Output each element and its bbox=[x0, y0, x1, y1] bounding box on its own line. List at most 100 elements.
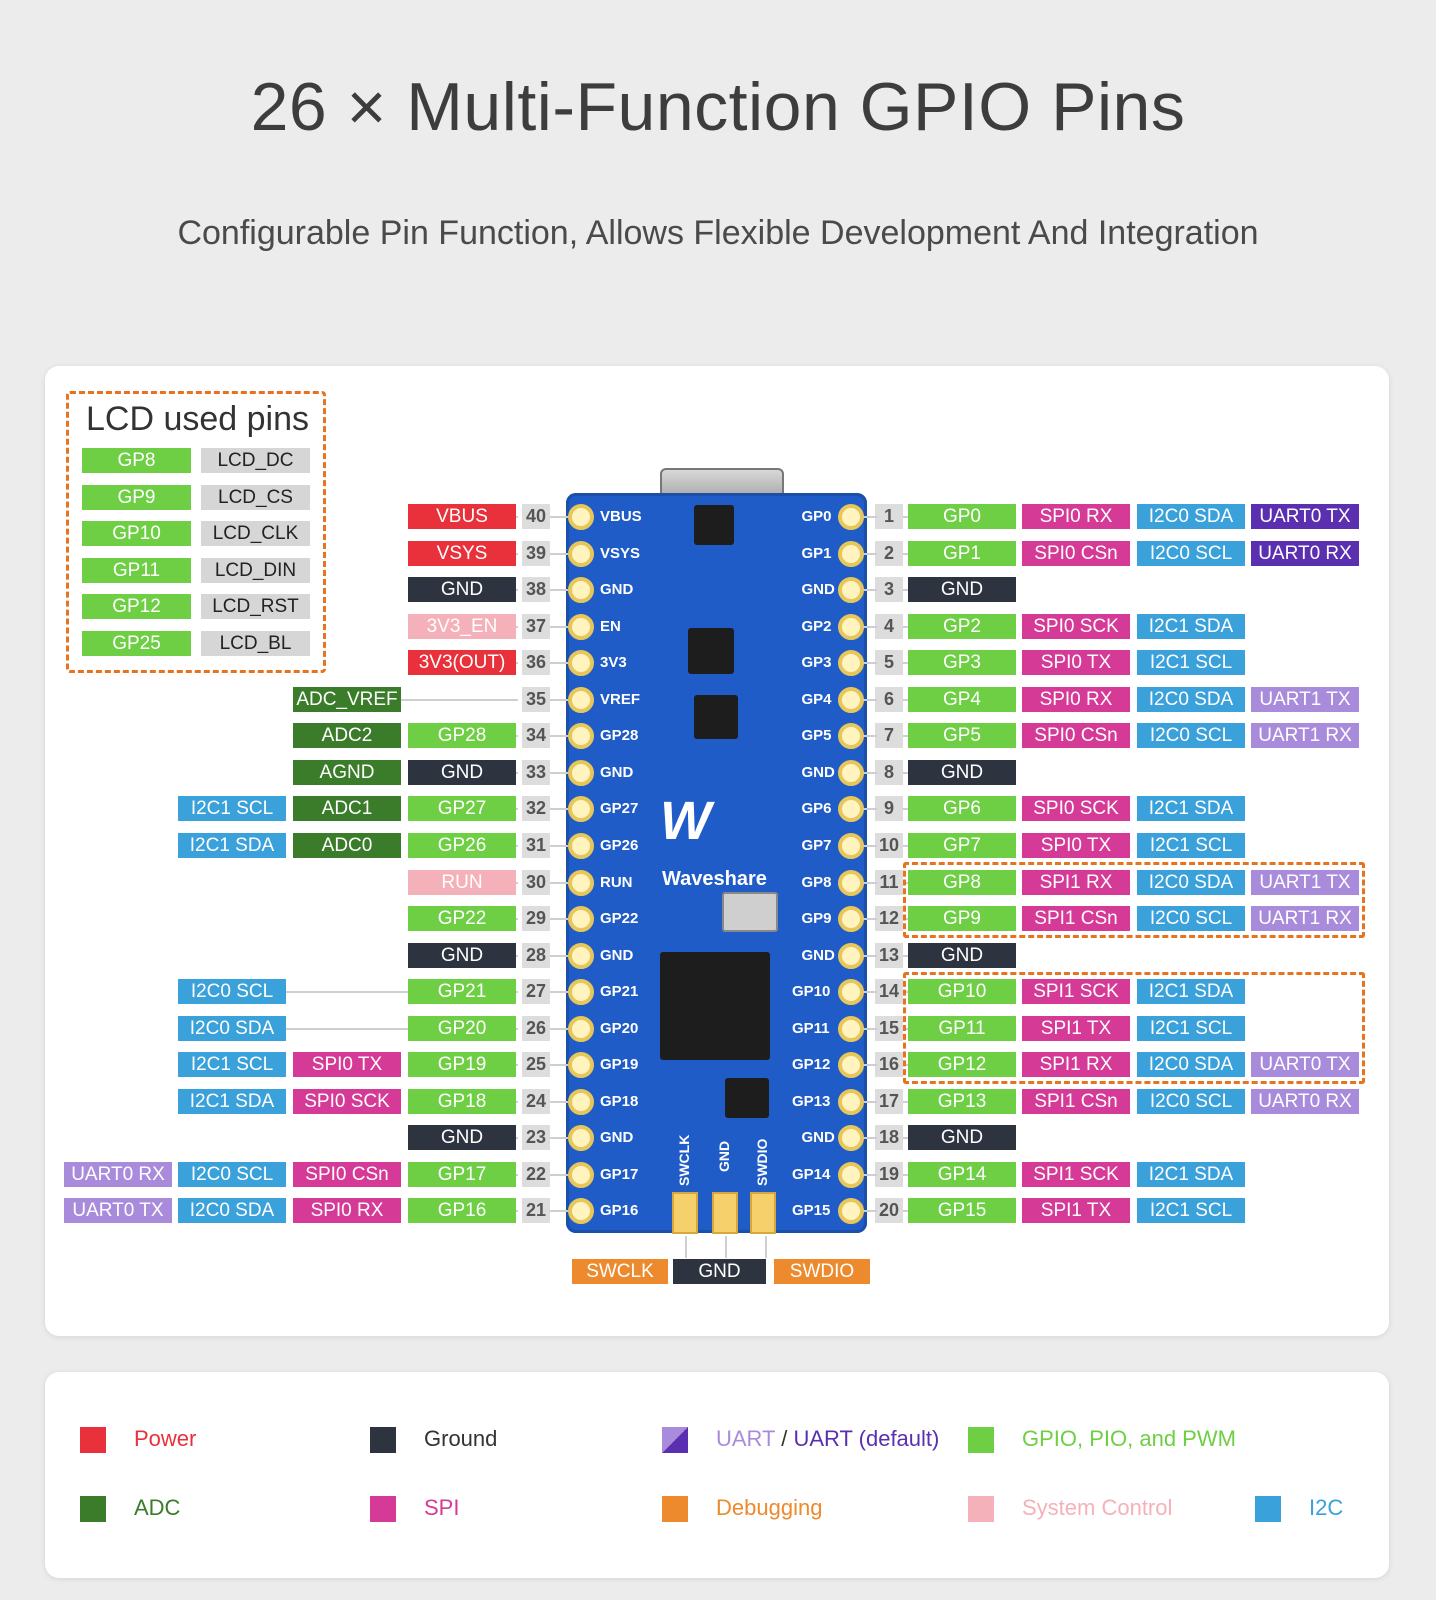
pad-label: GND bbox=[600, 581, 634, 599]
pin-label-vbus: VBUS bbox=[408, 504, 516, 529]
pin-number: 22 bbox=[522, 1161, 550, 1187]
pin-connector bbox=[903, 771, 909, 774]
pin-label-uart0-rx: UART0 RX bbox=[64, 1161, 172, 1187]
pad-left bbox=[568, 1198, 594, 1225]
pad-label: GP15 bbox=[792, 1202, 831, 1220]
pin-number: 33 bbox=[522, 759, 550, 785]
board-pcb bbox=[566, 493, 867, 1233]
legend-swatch-ground bbox=[370, 1427, 396, 1453]
pin-label-i2c1-sda: I2C1 SDA bbox=[1137, 979, 1245, 1005]
pin-connector bbox=[516, 1137, 518, 1140]
pin-connector bbox=[286, 1027, 408, 1030]
pin-connector bbox=[516, 1064, 518, 1067]
pin-connector bbox=[863, 771, 877, 774]
pin-label-spi0-tx: SPI0 TX bbox=[1022, 832, 1130, 858]
pad-left bbox=[568, 686, 594, 713]
pin-label-adc-vref: ADC_VREF bbox=[293, 686, 401, 712]
pin-label-i2c0-scl: I2C0 SCL bbox=[1137, 1088, 1245, 1114]
pin-label-gp17: GP17 bbox=[408, 1161, 516, 1187]
pin-number: 39 bbox=[522, 540, 550, 566]
pad-left bbox=[568, 942, 594, 969]
legend-uart-label: UART bbox=[716, 1426, 776, 1451]
pin-label-gp8: GP8 bbox=[908, 869, 1016, 895]
pin-connector bbox=[863, 735, 877, 738]
pin-label-i2c0-scl: I2C0 SCL bbox=[178, 1161, 286, 1187]
pin-number: 2 bbox=[875, 540, 903, 566]
pad-label: GP20 bbox=[600, 1019, 639, 1037]
pad-label: RUN bbox=[600, 873, 633, 891]
pin-connector bbox=[863, 918, 877, 921]
pin-connector bbox=[516, 954, 518, 957]
pin-connector bbox=[550, 516, 568, 518]
legend-swatch-system-control bbox=[968, 1496, 994, 1522]
pin-label-gp18: GP18 bbox=[408, 1088, 516, 1114]
pad-right bbox=[838, 1161, 864, 1188]
pin-connector bbox=[550, 844, 568, 847]
pad-right bbox=[838, 796, 864, 823]
pin-label-gp0: GP0 bbox=[908, 504, 1016, 529]
pin-label-i2c1-scl: I2C1 SCL bbox=[1137, 832, 1245, 858]
lcd-gpio-label: GP9 bbox=[82, 484, 191, 510]
legend-swatch-spi bbox=[370, 1496, 396, 1522]
pin-connector bbox=[550, 698, 568, 701]
power-chip bbox=[694, 695, 738, 739]
lcd-function-label: LCD_CS bbox=[201, 484, 310, 510]
pin-label-uart0-rx: UART0 RX bbox=[1251, 540, 1359, 566]
pin-label-adc0: ADC0 bbox=[293, 832, 401, 858]
pin-number: 13 bbox=[875, 942, 903, 968]
pin-connector bbox=[903, 625, 909, 628]
pin-label-i2c1-scl: I2C1 SCL bbox=[1137, 1198, 1245, 1224]
lcd-pins-box bbox=[66, 391, 326, 673]
pad-label: GND bbox=[600, 946, 634, 964]
pin-label-spi0-tx: SPI0 TX bbox=[293, 1052, 401, 1078]
pin-number: 36 bbox=[522, 650, 550, 676]
pin-label-gnd: GND bbox=[408, 1125, 516, 1151]
pin-connector bbox=[516, 808, 518, 811]
pad-label: GP6 bbox=[801, 800, 832, 818]
pin-number: 4 bbox=[875, 613, 903, 639]
pin-number: 32 bbox=[522, 796, 550, 822]
pin-connector bbox=[863, 844, 877, 847]
pin-label-gp3: GP3 bbox=[908, 650, 1016, 676]
legend-swatch-power bbox=[80, 1427, 106, 1453]
pin-label-i2c0-scl: I2C0 SCL bbox=[1137, 540, 1245, 566]
pin-connector bbox=[903, 662, 909, 665]
pad-label: GP10 bbox=[792, 983, 831, 1001]
pin-number: 16 bbox=[875, 1052, 903, 1078]
pad-right bbox=[838, 504, 864, 530]
pad-left bbox=[568, 1125, 594, 1152]
pad-left bbox=[568, 759, 594, 786]
pad-label: GP21 bbox=[600, 983, 639, 1001]
swd-pad-label: SWCLK bbox=[676, 1134, 692, 1186]
pin-label-spi1-csn: SPI1 CSn bbox=[1022, 906, 1130, 932]
pin-connector bbox=[550, 735, 568, 738]
pad-label: GP4 bbox=[801, 690, 832, 708]
lcd-function-label: LCD_DC bbox=[201, 448, 310, 473]
pad-label: GND bbox=[801, 581, 835, 599]
pad-label: GP14 bbox=[792, 1165, 831, 1183]
pin-connector bbox=[286, 991, 408, 994]
pad-left bbox=[568, 577, 594, 604]
pin-label-run: RUN bbox=[408, 869, 516, 895]
pin-connector bbox=[903, 1173, 909, 1176]
lcd-gpio-label: GP10 bbox=[82, 521, 191, 546]
pad-right bbox=[838, 1052, 864, 1079]
pin-connector bbox=[516, 552, 518, 555]
lcd-function-label: LCD_DIN bbox=[201, 557, 310, 583]
legend-swatch-gpio-pio-and-pwm bbox=[968, 1427, 994, 1453]
pad-left bbox=[568, 869, 594, 896]
pin-connector bbox=[550, 954, 568, 957]
pad-label: GP9 bbox=[801, 910, 832, 928]
pin-connector bbox=[903, 918, 909, 921]
pin-label-i2c1-scl: I2C1 SCL bbox=[1137, 1015, 1245, 1041]
pin-connector bbox=[863, 589, 877, 592]
pin-number: 40 bbox=[522, 504, 550, 529]
lcd-pins-title: LCD used pins bbox=[86, 400, 310, 438]
pin-label-i2c0-scl: I2C0 SCL bbox=[178, 979, 286, 1005]
pin-connector bbox=[863, 881, 877, 884]
swd-pad-label: SWDIO bbox=[754, 1138, 770, 1186]
pad-label: EN bbox=[600, 617, 621, 635]
debug-connector bbox=[765, 1236, 767, 1258]
pad-label: GND bbox=[801, 1129, 835, 1147]
pin-label-gnd: GND bbox=[908, 759, 1016, 785]
